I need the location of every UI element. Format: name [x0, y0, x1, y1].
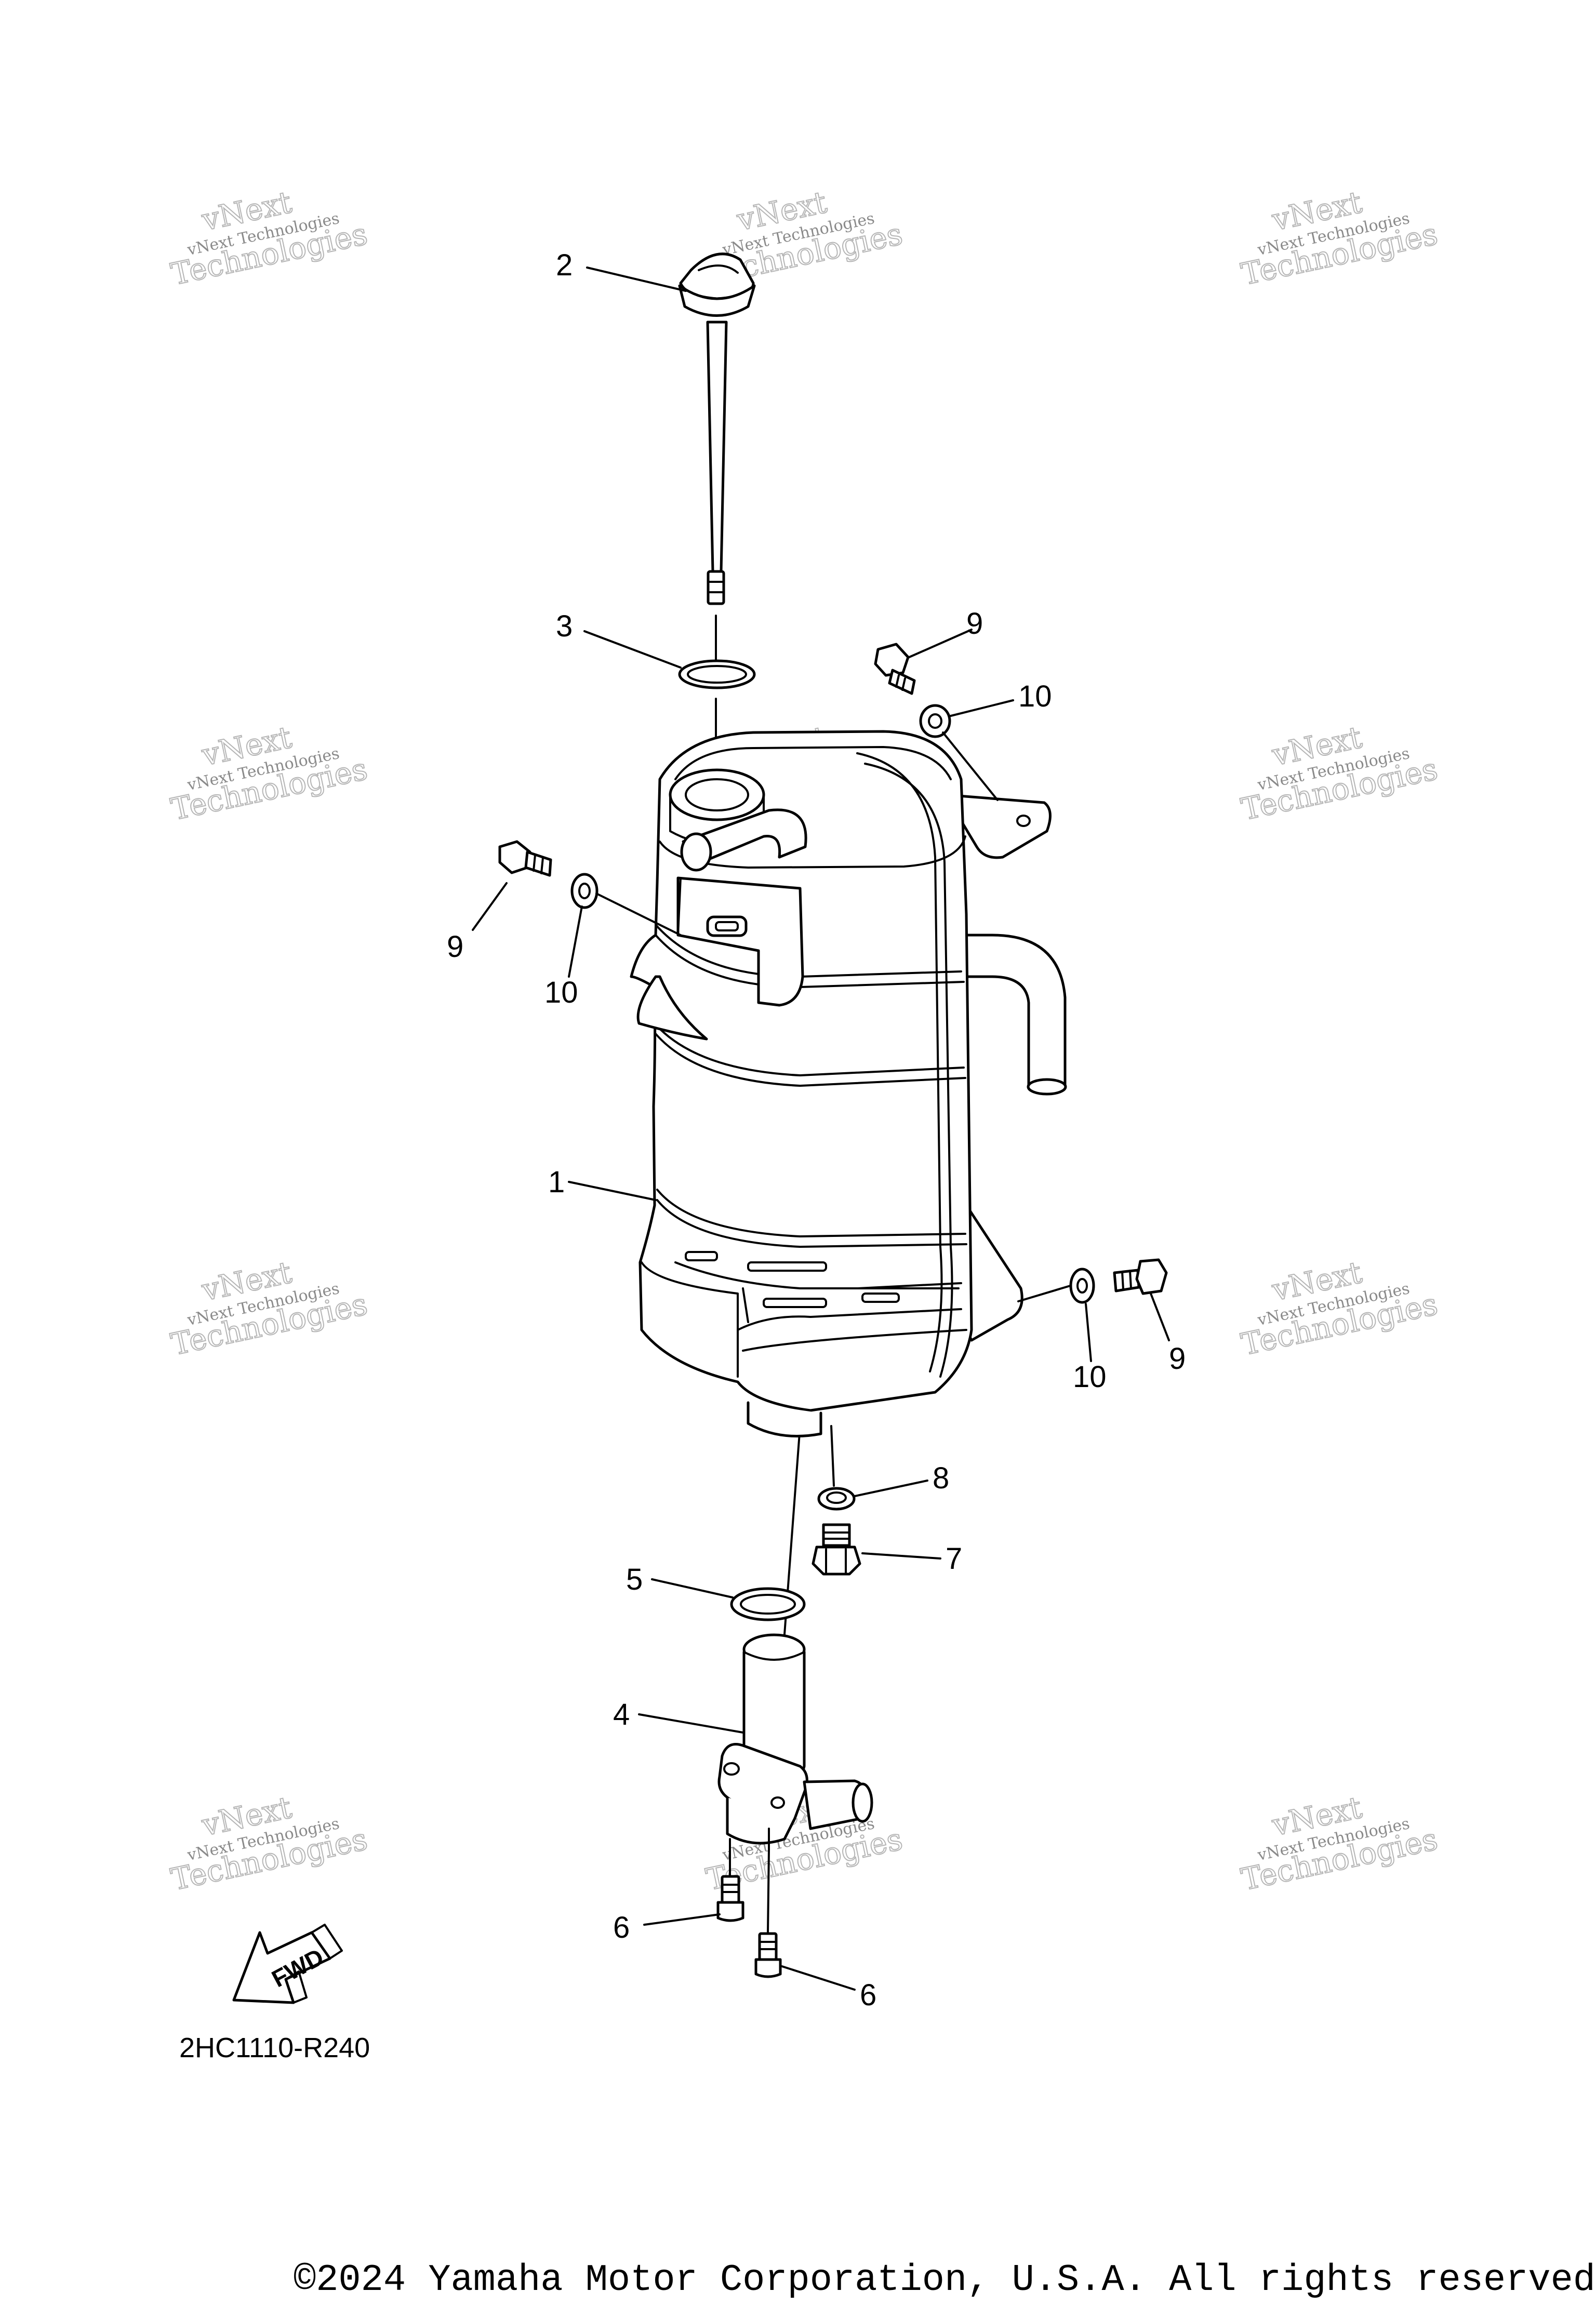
bolt-part-9-right: [1113, 1258, 1168, 1295]
callout-3: 3: [556, 609, 573, 643]
leader-lines: [472, 267, 1170, 1991]
drain-bolt-part-7: [812, 1523, 861, 1576]
watermark: vNext vNext Technologies Technologies: [1238, 1789, 1441, 1898]
watermark: vNext vNext Technologies Technologies: [1238, 184, 1441, 292]
pipe-fitting-part-4: [717, 1633, 873, 1850]
washer-part-10-right: [1069, 1268, 1095, 1304]
oil-tank-part-1: [630, 730, 1067, 1437]
washer-part-10-top: [919, 704, 951, 738]
watermark: vNext vNext Technologies Technologies: [1238, 719, 1441, 828]
callout-labels: 2 3 9 10 9 10 1 10 9 8 7 5 4 6 6: [447, 248, 1186, 2012]
copyright-notice: ©2024 Yamaha Motor Corporation, U.S.A. A…: [294, 2259, 1596, 2301]
watermark: vNext vNext Technologies Technologies: [167, 1789, 371, 1898]
screw-part-6-right: [754, 1932, 782, 1978]
callout-6-right: 6: [860, 1978, 876, 2012]
watermark: vNext vNext Technologies Technologies: [1238, 1254, 1441, 1363]
callout-4: 4: [613, 1698, 630, 1731]
bolt-part-9-top: [874, 643, 916, 695]
fwd-arrow: FWD: [232, 1924, 343, 2004]
callout-9-left: 9: [447, 930, 463, 964]
o-ring-part-5: [730, 1587, 806, 1621]
callout-2: 2: [556, 248, 573, 282]
dipstick-part-2: [678, 252, 756, 605]
callout-7: 7: [946, 1542, 962, 1576]
screw-part-6-left: [716, 1875, 744, 1922]
callout-10-left: 10: [544, 976, 578, 1009]
callout-9-top: 9: [966, 607, 983, 641]
callout-1: 1: [548, 1165, 565, 1199]
watermark: vNext vNext Technologies Technologies: [702, 184, 906, 292]
callout-10-right: 10: [1073, 1360, 1107, 1394]
watermark: vNext vNext Technologies Technologies: [167, 719, 371, 828]
bolt-part-9-left: [498, 840, 552, 877]
figure-code: 2HC1110-R240: [179, 2032, 370, 2063]
callout-5: 5: [626, 1563, 643, 1596]
callout-10-top: 10: [1018, 679, 1052, 713]
washer-part-10-left: [570, 873, 598, 909]
o-ring-part-3: [678, 659, 756, 689]
callout-8: 8: [933, 1461, 949, 1495]
watermark: vNext vNext Technologies Technologies: [167, 1254, 371, 1363]
callout-9-right: 9: [1169, 1342, 1186, 1376]
callout-6-left: 6: [613, 1911, 630, 1944]
watermark: vNext vNext Technologies Technologies: [167, 184, 371, 292]
washer-part-8: [817, 1487, 856, 1511]
